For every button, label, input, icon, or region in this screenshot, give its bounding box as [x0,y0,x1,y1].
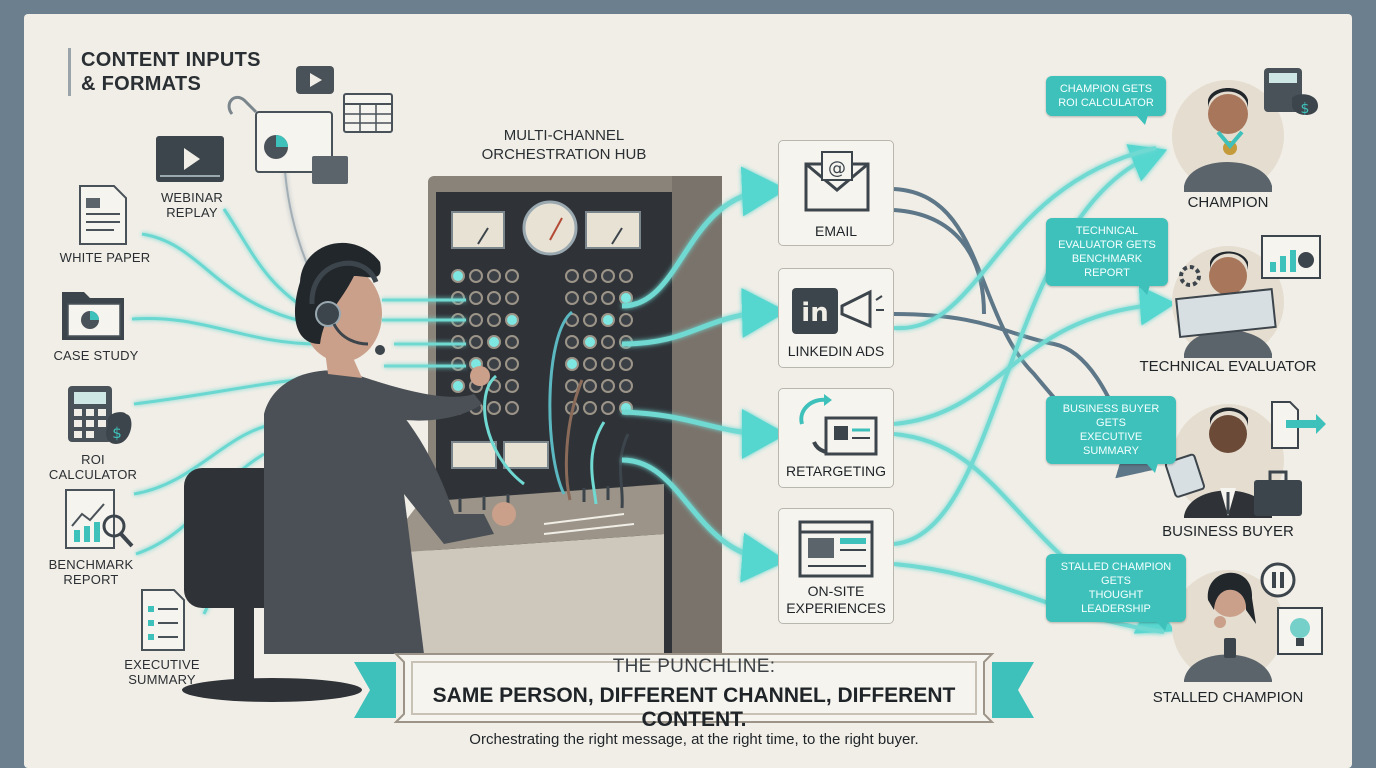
case-study-label: CASE STUDY [53,348,139,363]
switchboard-jack [451,291,465,305]
persona-name-champion: CHAMPION [1187,194,1269,211]
input-label-roi-calculator: ROI CALCULATOR [38,452,148,482]
channel-label-email: EMAIL [814,223,857,239]
switchboard-jack [583,335,597,349]
switchboard-jack [505,335,519,349]
switchboard-jack [505,357,519,371]
switchboard-jack [601,379,615,393]
input-label-benchmark-report: BENCHMARK REPORT [46,557,136,587]
channel-label-on-site-experiences: ON-SITE EXPERIENCES [786,583,886,616]
switchboard-jack [505,291,519,305]
input-label-white-paper: WHITE PAPER [50,250,160,265]
content-inputs-title-line2: & FORMATS [81,73,202,95]
switchboard-jack [619,379,633,393]
switchboard-jack [565,379,579,393]
switchboard-jack [487,291,501,305]
hub-title-line2: ORCHESTRATION HUB [481,146,647,163]
switchboard-jack [565,335,579,349]
channel-card-retargeting: RETARGETING [778,388,894,488]
switchboard-jack [619,313,633,327]
input-label-webinar-replay: WEBINAR REPLAY [152,190,232,220]
switchboard-jack [583,357,597,371]
persona-name-technical-evaluator: TECHNICAL EVALUATOR [1139,358,1317,375]
switchboard-jack [451,379,465,393]
svg-text:$: $ [1301,101,1310,117]
switchboard-jack [469,269,483,283]
switchboard-jack [619,291,633,305]
channel-card-linkedin-ads: LINKEDIN ADS [778,268,894,368]
executive-summary-label: EXECUTIVE SUMMARY [124,657,200,687]
bubble-champion: CHAMPION GETS ROI CALCULATOR [1046,76,1166,125]
persona-portraits: $ [1164,68,1326,682]
svg-text:$: $ [112,424,122,442]
switchboard-jack [583,291,597,305]
operator-figure [182,242,516,702]
hub-title: MULTI-CHANNEL ORCHESTRATION HUB [464,126,664,164]
punchline-ribbon [354,653,1034,723]
input-icons: $ [62,136,224,651]
top-icons [227,66,393,184]
benchmark-report-label: BENCHMARK REPORT [48,557,134,587]
switchboard-jack [619,269,633,283]
switchboard-jack [565,291,579,305]
switchboard-jack [583,269,597,283]
channel-card-email: EMAIL [778,140,894,246]
hub-title-line1: MULTI-CHANNEL [503,127,625,144]
switchboard-jack [505,401,519,415]
punchline-main: SAME PERSON, DIFFERENT CHANNEL, DIFFEREN… [432,684,956,731]
persona-name-stalled-champion: STALLED CHAMPION [1152,689,1304,706]
switchboard-jack [451,357,465,371]
channel-label-linkedin-ads: LINKEDIN ADS [787,343,885,359]
switchboard-jack [583,401,597,415]
switchboard-jack [601,291,615,305]
switchboard-jack [451,269,465,283]
hub-to-channel-cables [382,166,787,583]
bubble-technical-evaluator: TECHNICAL EVALUATOR GETS BENCHMARK REPOR… [1046,218,1168,295]
switchboard-jack [451,335,465,349]
switchboard-jack [469,313,483,327]
switchboard-jack [505,269,519,283]
switchboard-jack [583,313,597,327]
webinar-replay-label: WEBINAR REPLAY [160,190,224,220]
content-inputs-title: CONTENT INPUTS & FORMATS [68,48,261,96]
input-label-case-study: CASE STUDY [46,348,146,363]
white-paper-label: WHITE PAPER [59,250,151,265]
switchboard-jack [583,379,597,393]
bubble-business-buyer: BUSINESS BUYER GETS EXECUTIVE SUMMARY [1046,396,1176,473]
switchboard-jack [565,357,579,371]
channel-card-on-site-experiences: ON-SITE EXPERIENCES [778,508,894,624]
switchboard-jack [601,357,615,371]
persona-name-business-buyer: BUSINESS BUYER [1162,523,1294,540]
switchboard-jack [601,335,615,349]
illustration-layer: $ [62,66,1326,723]
switchboard-jack [619,357,633,371]
channel-to-persona-cables [893,144,1176,634]
bubble-stalled-champion: STALLED CHAMPION GETS THOUGHT LEADERSHIP [1046,554,1186,631]
channel-label-retargeting: RETARGETING [785,463,887,479]
infographic-canvas: $ [24,14,1352,768]
switchboard-jack [565,269,579,283]
punchline-heading: THE PUNCHLINE: [612,656,776,677]
switchboard-jack [505,379,519,393]
switchboard-jack [601,401,615,415]
punchline-subtitle: Orchestrating the right message, at the … [469,731,919,748]
switchboard-jack [487,269,501,283]
switchboard-jack [601,313,615,327]
switchboard-jack [487,335,501,349]
input-label-executive-summary: EXECUTIVE SUMMARY [122,657,202,687]
content-inputs-title-line1: CONTENT INPUTS [81,49,261,71]
switchboard-jack [487,401,501,415]
switchboard-jack [469,335,483,349]
roi-calculator-label: ROI CALCULATOR [48,452,138,482]
switchboard-jack [487,313,501,327]
switchboard-jack [601,269,615,283]
switchboard-jack [469,291,483,305]
switchboard-jack [505,313,519,327]
switchboard-jack [487,357,501,371]
